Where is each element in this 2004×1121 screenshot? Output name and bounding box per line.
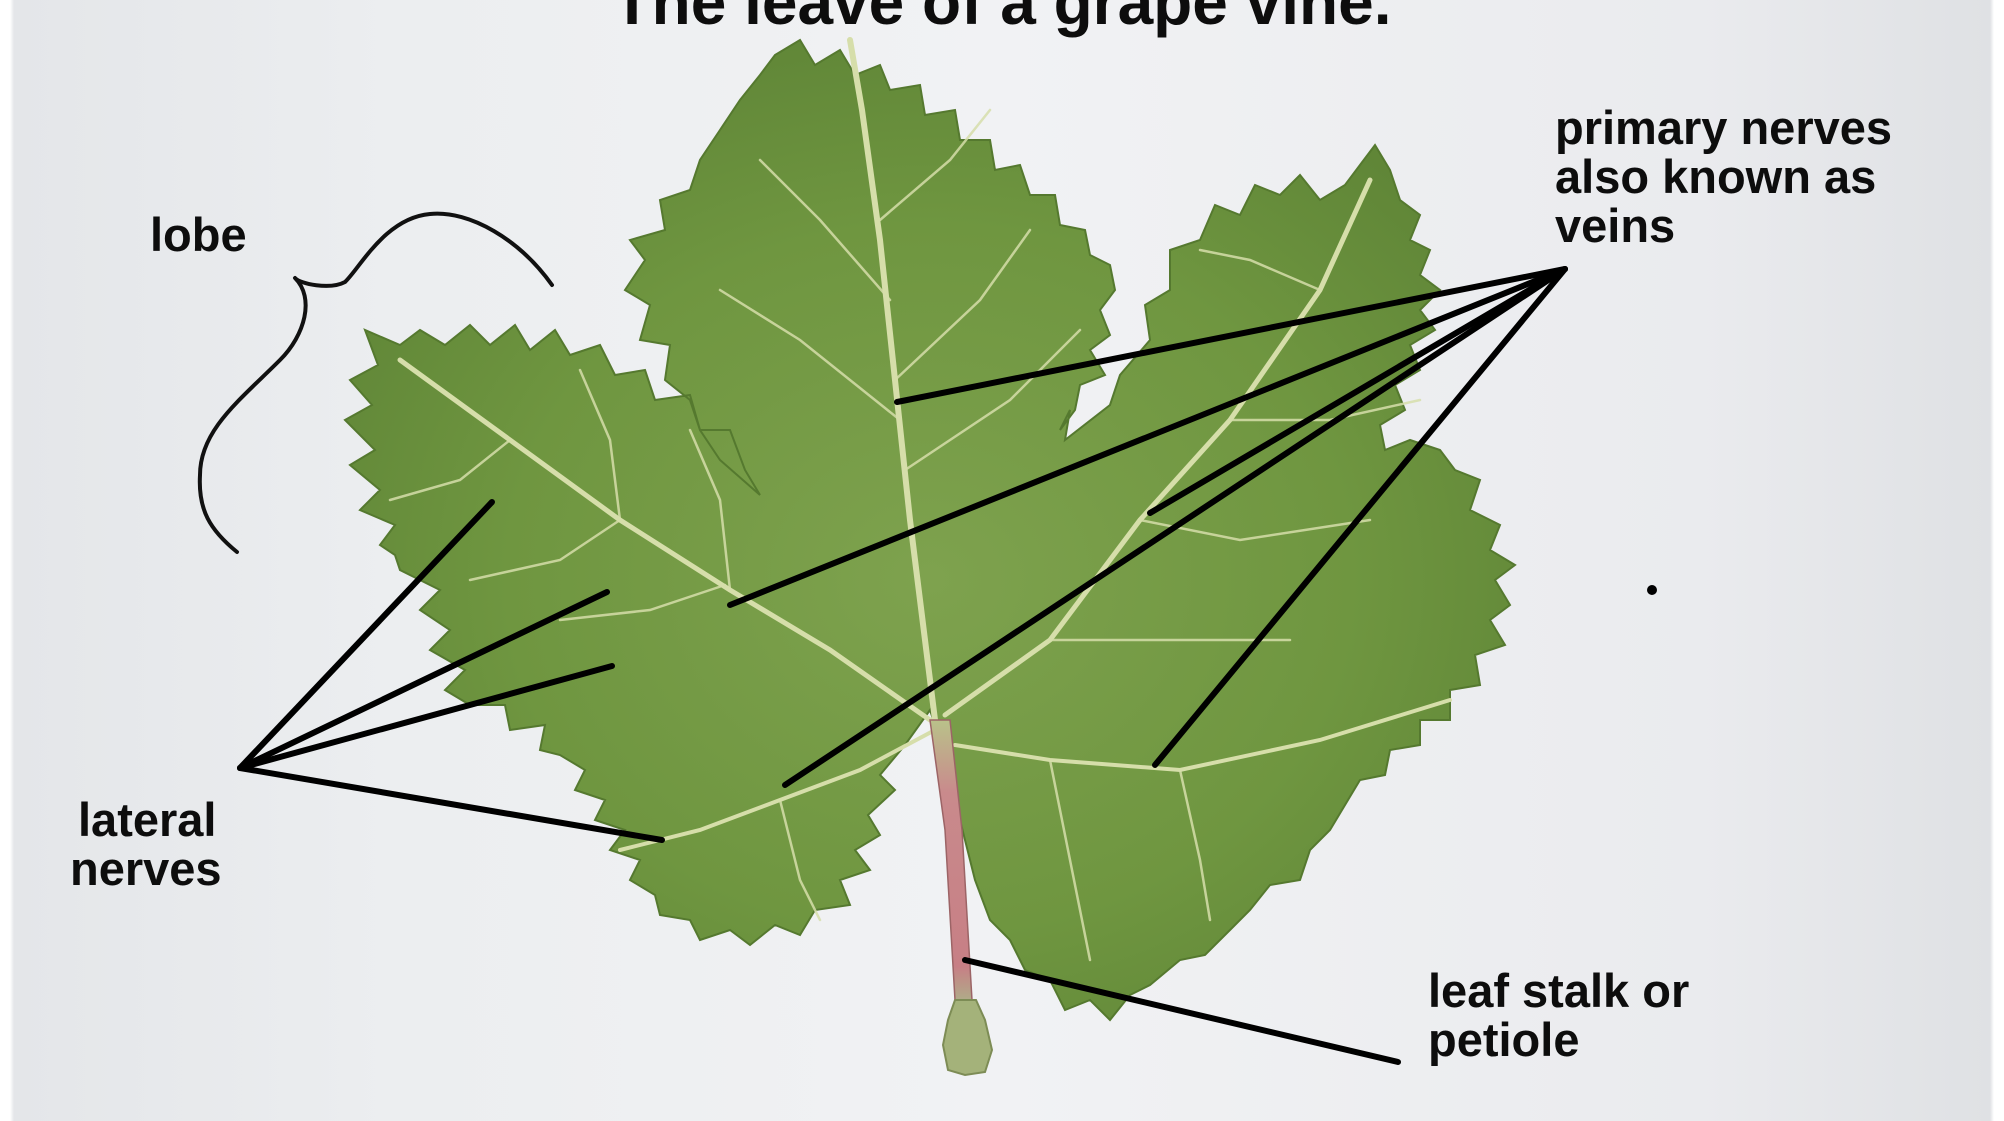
petiole-label-line: petiole	[1428, 1015, 1689, 1064]
lateral-nerves-label-line: nerves	[70, 844, 222, 893]
stray-dot	[1647, 585, 1657, 595]
primary-nerves-label-line: veins	[1555, 201, 1892, 250]
primary-nerves-label-line: also known as	[1555, 152, 1892, 201]
primary-nerves-label: primary nerves also known as veins	[1555, 103, 1892, 250]
petiole-label-line: leaf stalk or	[1428, 966, 1689, 1015]
lateral-nerves-label-line: lateral	[78, 795, 230, 844]
petiole-end	[943, 1000, 992, 1075]
lobe-label: lobe	[150, 210, 247, 259]
petiole-pointer	[965, 960, 1398, 1062]
primary-nerves-label-line: primary nerves	[1555, 103, 1892, 152]
leaf-blade	[345, 40, 1515, 1020]
petiole-label: leaf stalk or petiole	[1428, 966, 1689, 1064]
lateral-nerves-label: lateral nerves	[70, 795, 222, 893]
